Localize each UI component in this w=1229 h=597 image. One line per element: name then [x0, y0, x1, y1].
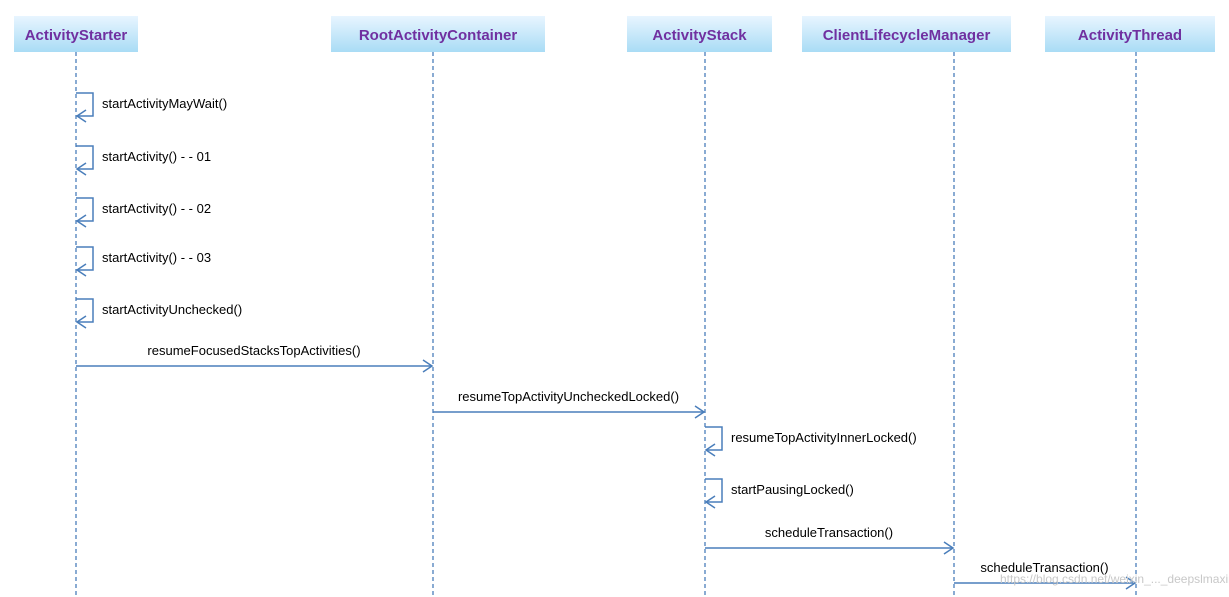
self-call-line — [76, 298, 94, 323]
arrow-head — [694, 405, 706, 419]
message-label: startActivity() - - 02 — [102, 201, 211, 216]
arrow-head — [75, 214, 87, 228]
participant-label: ActivityThread — [1078, 27, 1182, 44]
participant-label: ActivityStarter — [25, 27, 128, 44]
participant-box — [802, 16, 1011, 52]
message-label: startActivity() - - 01 — [102, 149, 211, 164]
message-4: startActivity() - - 03 — [75, 246, 211, 277]
participant-root: RootActivityContainer — [331, 16, 545, 597]
self-call-line — [76, 92, 94, 117]
participant-lifecycle: ClientLifecycleManager — [802, 16, 1011, 597]
participant-box — [627, 16, 772, 52]
message-label: startPausingLocked() — [731, 482, 854, 497]
participant-label: ClientLifecycleManager — [823, 27, 991, 44]
self-call-line — [76, 145, 94, 170]
participant-starter: ActivityStarter — [14, 16, 138, 597]
message-8: resumeTopActivityInnerLocked() — [704, 426, 917, 457]
watermark-text: https://blog.csdn.net/weixin_..._deepslm… — [1000, 572, 1229, 586]
message-label: startActivity() - - 03 — [102, 250, 211, 265]
participants: ActivityStarter RootActivityContainer Acti… — [14, 16, 1215, 597]
message-9: startPausingLocked() — [704, 478, 854, 509]
participant-box — [1045, 16, 1215, 52]
participant-box — [14, 16, 138, 52]
arrow-head — [422, 359, 434, 373]
message-label: scheduleTransaction() — [765, 525, 893, 540]
message-label: scheduleTransaction() — [980, 560, 1108, 575]
message-10: scheduleTransaction() — [705, 525, 955, 555]
message-7: resumeTopActivityUncheckedLocked() — [433, 389, 706, 419]
arrow-head — [704, 443, 716, 457]
message-6: resumeFocusedStacksTopActivities() — [76, 343, 434, 373]
message-11: scheduleTransaction() — [954, 560, 1137, 590]
arrow-head — [943, 541, 955, 555]
participant-stack: ActivityStack — [627, 16, 772, 597]
message-label: resumeTopActivityInnerLocked() — [731, 430, 917, 445]
message-1: startActivityMayWait() — [75, 92, 227, 123]
message-label: startActivityMayWait() — [102, 96, 227, 111]
message-label: resumeFocusedStacksTopActivities() — [147, 343, 360, 358]
message-label: startActivityUnchecked() — [102, 302, 242, 317]
message-label: resumeTopActivityUncheckedLocked() — [458, 389, 679, 404]
participant-label: RootActivityContainer — [359, 27, 518, 44]
message-3: startActivity() - - 02 — [75, 197, 211, 228]
self-call-line — [76, 246, 94, 271]
participant-box — [331, 16, 545, 52]
self-call-line — [705, 426, 723, 451]
arrow-head — [704, 495, 716, 509]
arrow-head — [75, 109, 87, 123]
messages: startActivityMayWait() startActivity() - … — [75, 92, 1137, 590]
arrow-head — [75, 315, 87, 329]
participant-thread: ActivityThread — [1045, 16, 1215, 597]
self-call-line — [705, 478, 723, 503]
arrow-head — [75, 162, 87, 176]
arrow-head — [1125, 576, 1137, 590]
arrow-head — [75, 263, 87, 277]
self-call-line — [76, 197, 94, 222]
message-2: startActivity() - - 01 — [75, 145, 211, 176]
participant-label: ActivityStack — [652, 27, 747, 44]
message-5: startActivityUnchecked() — [75, 298, 242, 329]
